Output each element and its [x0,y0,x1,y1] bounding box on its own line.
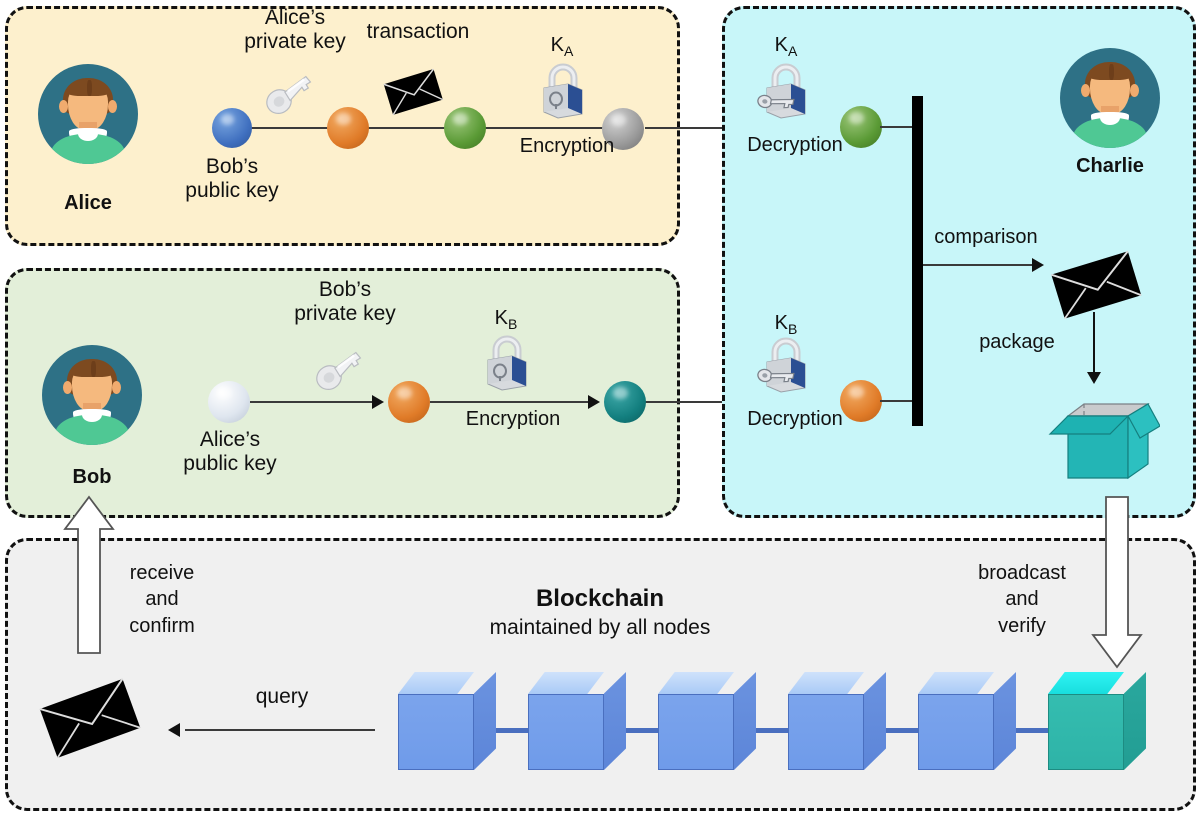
key-b-symbol: K [494,307,508,330]
bob-flow-line-1 [250,401,380,403]
chain-link-1 [476,728,536,733]
label-charlie-name: Charlie [1076,155,1144,177]
key-a-subscript: A [564,43,574,60]
label-alice-encryption: Encryption [519,135,615,157]
block-3 [658,672,756,770]
envelope-icon-query [39,678,141,759]
label-bobs-public-key: Bob’s public key [185,155,279,202]
block-6-new [1048,672,1146,770]
label-broadcast-and-verify: broadcast and verify [978,562,1066,637]
open-box-icon [1048,402,1160,480]
key-icon-alice [266,75,312,114]
key-b-symbol-charlie: K [774,312,788,335]
padlock-icon-alice-encryption [543,63,583,119]
envelope-icon-charlie [1051,250,1142,320]
avatar-alice [38,64,138,164]
query-line [185,729,375,731]
padlock-with-key-icon-bottom [757,337,806,393]
key-b-subscript: B [508,316,518,333]
broadcast-verify-arrow [1091,496,1143,669]
label-blockchain-subtitle: maintained by all nodes [489,616,711,639]
label-key-a-charlie: KA [744,12,828,60]
block-4 [788,672,886,770]
charlie-line-b-to-bar [880,400,918,402]
charlie-line-a-to-bar [880,126,918,128]
avatar-charlie [1060,48,1160,148]
receive-confirm-arrow [63,495,115,654]
label-blockchain-title: Blockchain [535,585,665,612]
avatar-bob [42,345,142,445]
node-bobs-public-key [212,108,252,148]
block-1 [398,672,496,770]
chain-link-2 [606,728,666,733]
key-a-subscript-charlie: A [788,43,798,60]
chain-link-3 [736,728,796,733]
package-arrow [1087,372,1101,384]
node-alice-transaction [444,107,486,149]
label-receive-and-confirm: receive and confirm [129,562,195,637]
padlock-icon-bob-encryption [487,335,527,391]
query-arrow [168,723,180,737]
chain-link-4 [866,728,926,733]
comparison-line [923,264,1041,266]
label-alice-name: Alice [64,192,112,214]
node-alices-public-key [208,381,250,423]
bob-arrow-1 [372,395,384,409]
alice-flow-line-3 [484,127,614,129]
node-charlie-decrypted-b [840,380,882,422]
label-transaction: transaction [366,20,470,43]
label-bob-name: Bob [72,466,112,488]
alice-flow-line-2 [366,127,462,129]
package-line [1093,312,1095,378]
key-a-symbol: K [550,34,564,57]
label-comparison: comparison [934,226,1038,248]
label-key-b-charlie: KB [744,290,828,338]
block-5 [918,672,1016,770]
padlock-with-key-icon-top [757,63,806,119]
node-charlie-decrypted-a [840,106,882,148]
node-bob-signed [388,381,430,423]
bob-arrow-2 [588,395,600,409]
label-bobs-private-key: Bob’s private key [294,278,396,325]
label-alices-public-key: Alice’s public key [183,428,277,475]
label-key-a-alice: KA [520,12,604,60]
alice-flow-line-1 [242,127,346,129]
label-query: query [255,685,309,708]
block-2 [528,672,626,770]
label-decryption-bottom: Decryption [747,408,843,430]
node-alice-signed [327,107,369,149]
envelope-icon-transaction [383,68,444,116]
comparison-arrow [1032,258,1044,272]
key-icon-bob [316,351,362,390]
bob-flow-line-2 [430,401,596,403]
label-package: package [979,331,1055,353]
comparison-bar [912,96,923,426]
chain-link-5 [996,728,1056,733]
label-bob-encryption: Encryption [465,408,561,430]
label-key-b-bob: KB [464,285,548,333]
node-bob-encrypted [604,381,646,423]
label-alices-private-key: Alice’s private key [244,6,346,53]
key-a-symbol-charlie: K [774,34,788,57]
key-b-subscript-charlie: B [788,321,798,338]
node-alice-encrypted [602,108,644,150]
label-decryption-top: Decryption [747,134,843,156]
